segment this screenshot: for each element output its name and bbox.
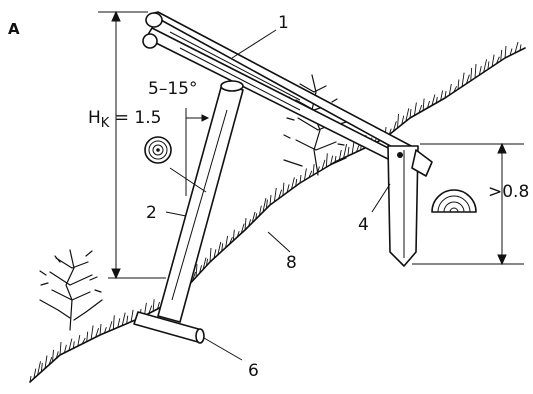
shrub-left <box>39 249 103 331</box>
vertical-post <box>387 145 433 267</box>
callout-8-slope: 8 <box>286 253 297 273</box>
top-beam-logs <box>142 11 416 163</box>
height-label: HK = 1.5 <box>88 108 161 131</box>
inclined-strut <box>157 80 244 323</box>
leader-lines <box>165 29 391 361</box>
log-section-icon-right <box>431 189 477 213</box>
panel-label: A <box>8 20 20 38</box>
angle-indicator <box>185 108 210 196</box>
callout-1-beam: 1 <box>278 13 289 33</box>
depth-dimension <box>412 142 524 266</box>
log-section-icon-left <box>144 136 172 164</box>
base-plank <box>133 311 205 344</box>
angle-label: 5–15° <box>148 79 197 99</box>
callout-6-base-plank: 6 <box>248 361 259 381</box>
callout-2-strut: 2 <box>146 203 157 223</box>
depth-label: >0.8 <box>488 182 529 202</box>
height-dimension <box>98 10 166 280</box>
callout-4-post: 4 <box>358 215 369 235</box>
